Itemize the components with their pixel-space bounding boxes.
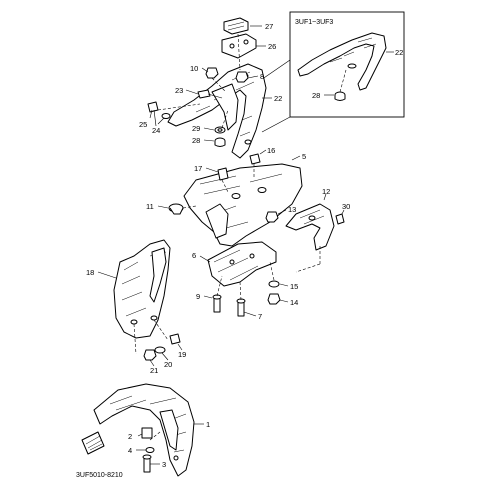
callout-labels: 27 26 10 8 23 22 22 25 24 29 28 28 16 17… (86, 22, 403, 469)
callout-28-inset: 28 (312, 91, 320, 100)
part-20-washer (154, 346, 166, 354)
callout-20: 20 (164, 360, 172, 369)
part-23-bolt (197, 89, 223, 99)
screw-30 (335, 213, 345, 225)
part-26-stay (221, 33, 257, 59)
callout-10: 10 (190, 64, 198, 73)
callout-28: 28 (192, 136, 200, 145)
bracket-12 (285, 203, 335, 251)
callout-7: 7 (258, 312, 262, 321)
callout-3: 3 (162, 460, 166, 469)
callout-22: 22 (274, 94, 282, 103)
callout-26: 26 (268, 42, 276, 51)
callout-13: 13 (288, 205, 296, 214)
callout-27: 27 (265, 22, 273, 31)
drawing-code: 3UF5010-8210 (76, 472, 123, 479)
front-fender-1 (93, 383, 195, 477)
reflector-emblem (81, 431, 105, 455)
part-13-nut (265, 211, 279, 223)
leader-lines (97, 25, 345, 465)
part-16-bolt (249, 153, 261, 165)
part-27-bracket (223, 17, 249, 35)
callout-19: 19 (178, 350, 186, 359)
part-7-bolt (236, 298, 246, 317)
part-19-bolt (169, 333, 181, 345)
callout-14: 14 (290, 298, 298, 307)
part-10-nut (205, 67, 219, 79)
callout-2: 2 (128, 432, 132, 441)
callout-8: 8 (260, 72, 264, 81)
part-14-nut (267, 293, 281, 305)
part-3-bolt (142, 454, 152, 473)
callout-1: 1 (206, 420, 210, 429)
callout-18: 18 (86, 268, 94, 277)
part-21-nut (143, 349, 157, 361)
callout-15: 15 (290, 282, 298, 291)
part-4-washer (145, 447, 155, 453)
callout-11: 11 (146, 202, 154, 211)
callout-9: 9 (196, 292, 200, 301)
part-29-washer (214, 126, 226, 134)
callout-4: 4 (128, 446, 132, 455)
callout-30: 30 (342, 202, 350, 211)
inset-box: 3UF1~3UF3 (289, 11, 405, 118)
inset-title: 3UF1~3UF3 (295, 19, 333, 26)
callout-21: 21 (150, 366, 158, 375)
part-8-nut (235, 71, 249, 83)
callout-12: 12 (322, 187, 330, 196)
inner-fender-18 (113, 239, 171, 339)
callout-25: 25 (139, 120, 147, 129)
callout-6: 6 (192, 251, 196, 260)
callout-22-inset: 22 (395, 48, 403, 57)
part-2-collar (141, 427, 153, 439)
inset-nut-28 (334, 91, 346, 101)
part-17-clip (217, 167, 229, 181)
callout-5: 5 (302, 152, 306, 161)
callout-17: 17 (194, 164, 202, 173)
license-bracket-6 (207, 241, 277, 287)
callout-29: 29 (192, 124, 200, 133)
rear-fender-5 (183, 163, 303, 247)
callout-23: 23 (175, 86, 183, 95)
inset-grab-bar (297, 32, 387, 91)
part-9-bolt (212, 294, 222, 313)
part-24-washer (161, 113, 171, 119)
part-15-washer (268, 280, 280, 288)
callout-24: 24 (152, 126, 160, 135)
part-25-bolt (147, 101, 159, 127)
part-28-nut (214, 137, 226, 147)
callout-16: 16 (267, 146, 275, 155)
part-11-grommet (168, 203, 184, 215)
